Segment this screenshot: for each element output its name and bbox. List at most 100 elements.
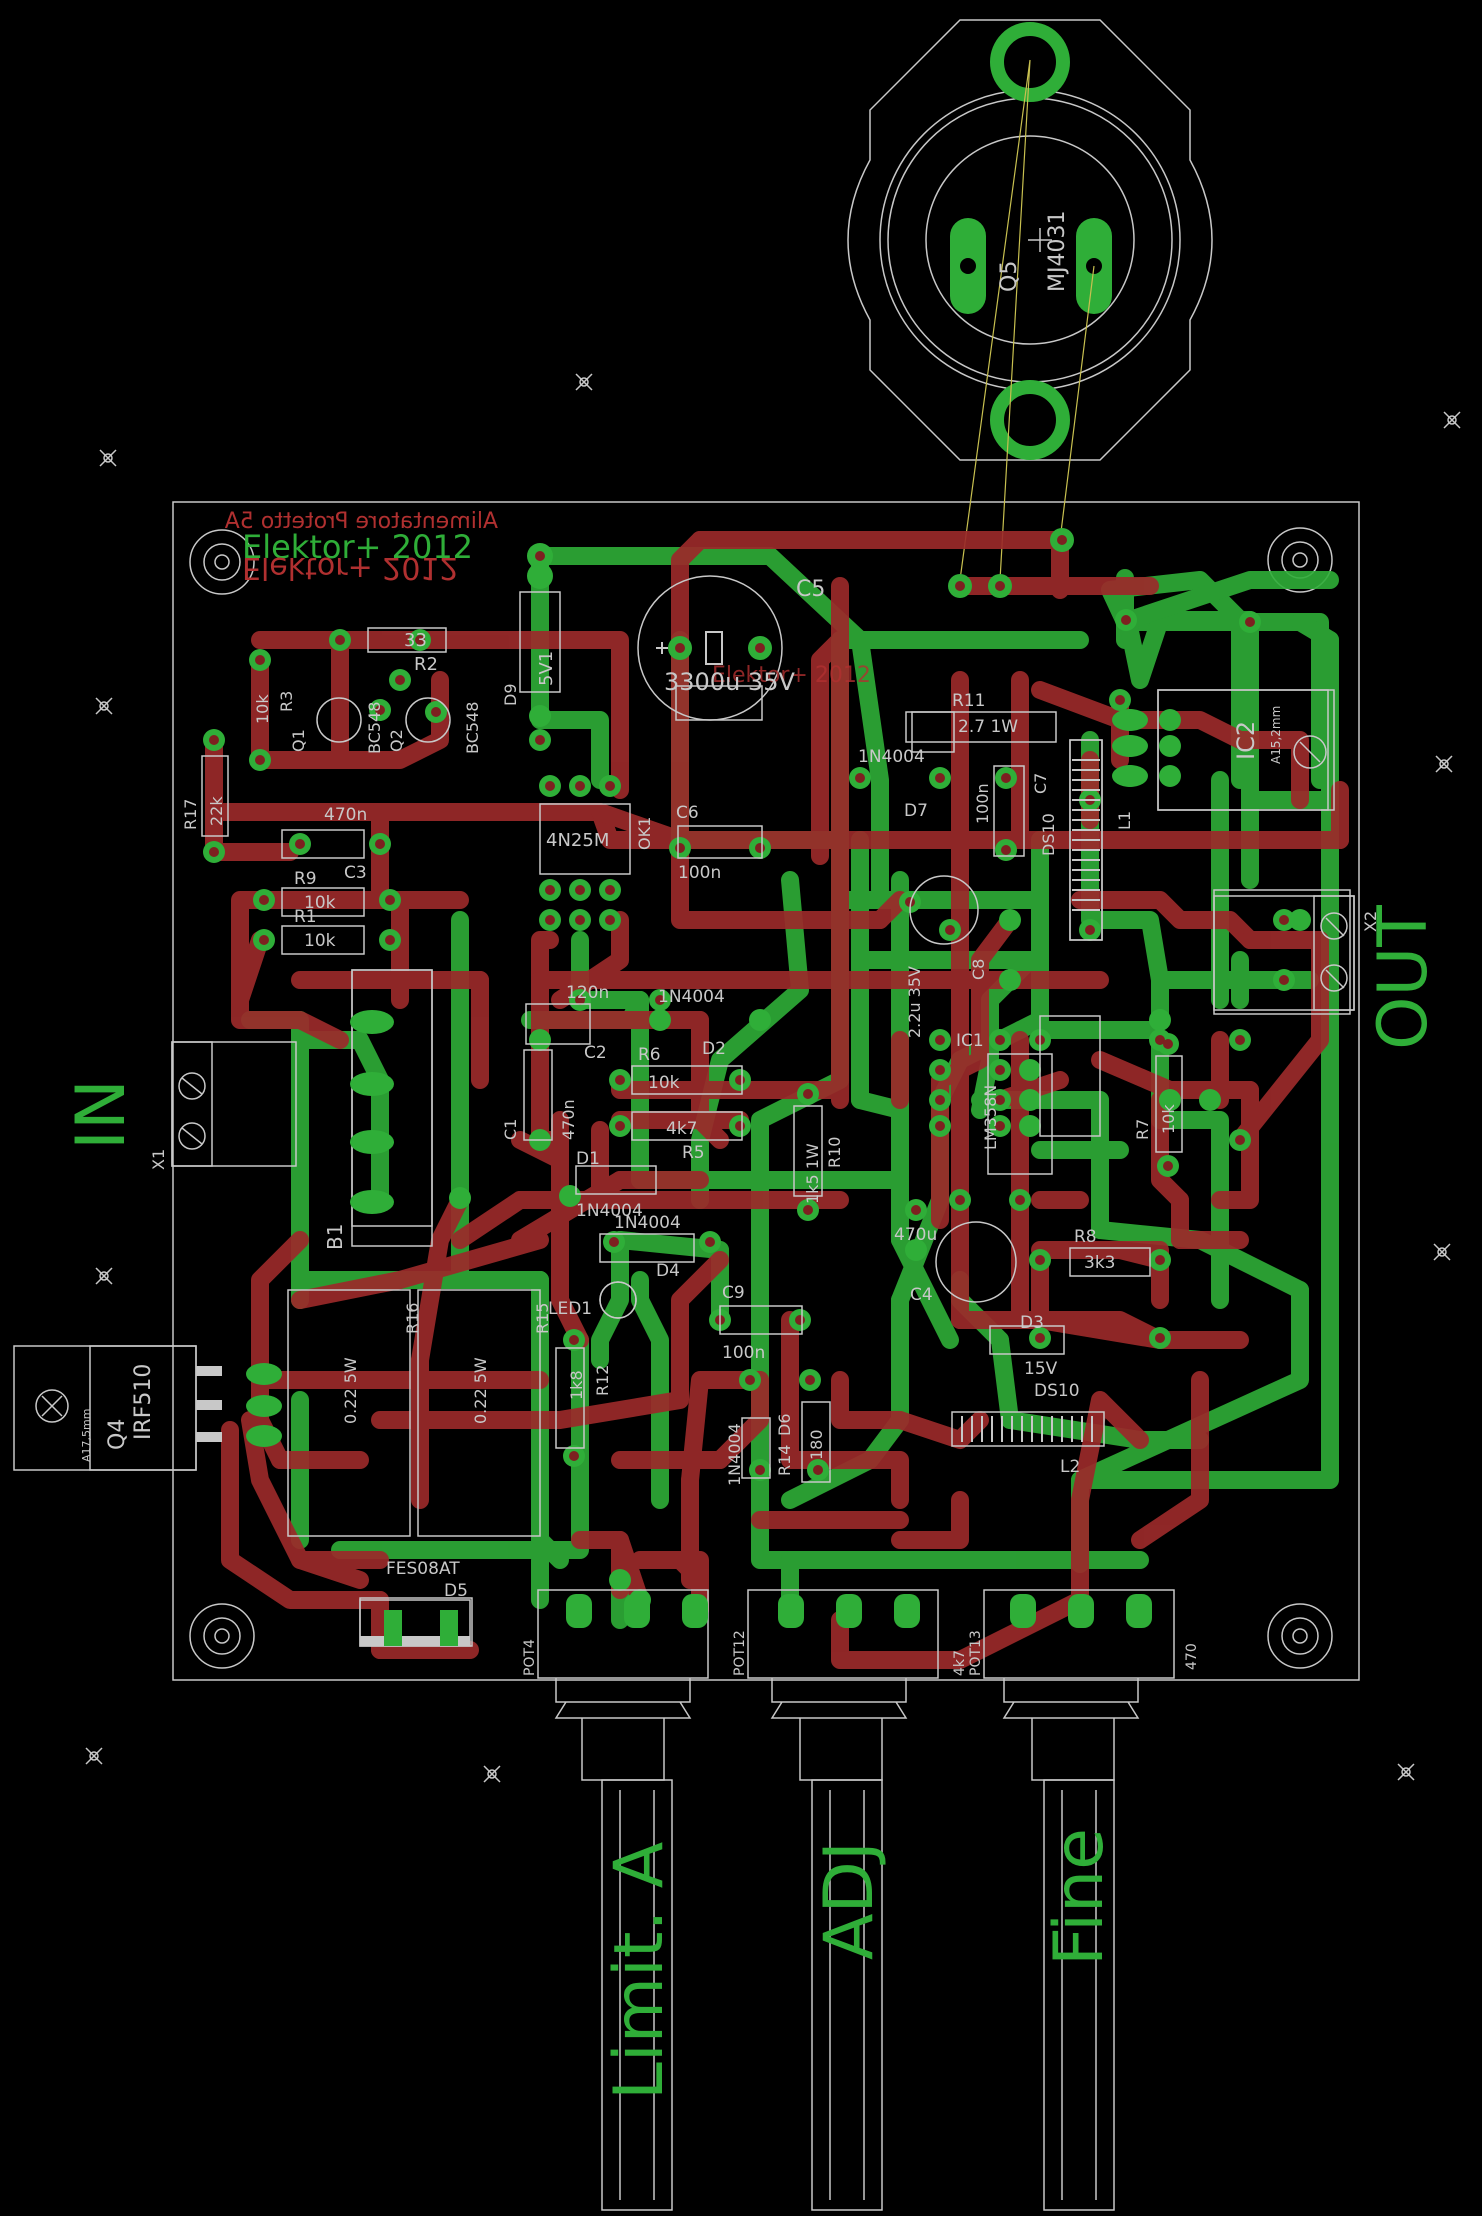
d7-value: 1N4004 [858,747,925,767]
x2-terminal-block [1213,895,1355,1011]
d7-name: D7 [904,801,928,821]
pot13-value: 470 [1184,1643,1200,1670]
r9-value: 10k [304,893,336,913]
ds10-bottom: DS10 [1034,1381,1080,1401]
r11-value: 2.7 1W [958,717,1018,737]
board-title-c5-overlap: Elektor+ 2012 [712,663,871,688]
c8-value: 2.2u 35V [905,966,924,1038]
r15-name: R15 [533,1303,552,1334]
board-title-green: Elektor+ 2012 [242,528,473,566]
led1-name: LED1 [548,1299,592,1319]
r11-name: R11 [952,691,985,711]
board-outline [172,501,1360,1681]
d9-value: 5V1 [536,651,557,686]
ic1-value: LM358N [981,1085,1000,1150]
d5-value: FES08AT [386,1559,460,1579]
d9-name: D9 [501,684,520,707]
label-in: IN [62,1079,141,1150]
r10-name: R10 [825,1137,844,1168]
d4-value: 1N4004 [614,1213,681,1233]
r9-name: R9 [294,869,317,889]
x1-name: X1 [149,1149,168,1170]
pot13-name: POT13 [968,1630,984,1676]
c6-name: C6 [676,803,699,823]
label-adj: ADJ [810,1841,889,1960]
r3-value: 10k [253,694,272,724]
l2-name: L2 [1060,1457,1080,1477]
r6-name: R6 [638,1045,661,1065]
label-fine: Fine [1040,1828,1119,1966]
d6-value: 1N4004 [725,1423,744,1486]
pot4-name: POT4 [522,1639,538,1676]
r2-value: 33 [404,630,427,651]
x1-terminal-block [171,1041,213,1167]
r2-name: R2 [414,654,438,675]
board-titles: Alimentatore Protetto 5A Elektor+ 2012 E… [225,509,871,688]
d2-value: 1N4004 [658,987,725,1007]
q4-transistor-package [13,1345,282,1471]
d1-value: 1N4004 [576,1201,643,1221]
r16-name: R16 [403,1303,422,1334]
c7-value: 100n [973,783,992,824]
c3-value: 470n [324,805,367,825]
r7-name: R7 [1133,1119,1152,1140]
q2-value: BC548 [463,702,482,754]
q5-value: MJ4031 [1045,211,1070,292]
c4-name: C4 [910,1285,933,1305]
l1-name: L1 [1115,811,1134,830]
r5-value: 4k7 [666,1119,697,1139]
r7-value: 10k [1159,1104,1178,1134]
q4-value: IRF510 [131,1364,156,1440]
c8-name: C8 [969,959,988,980]
pot12-value: 4k7 [952,1650,968,1676]
q1-value: BC548 [365,702,384,754]
board-title-red: Elektor+ 2012 [242,550,459,585]
led1-outline [599,1281,637,1319]
d2-name: D2 [702,1039,726,1059]
c7-name: C7 [1031,773,1050,794]
b1-name: B1 [323,1224,347,1250]
q1-name: Q1 [289,729,308,752]
label-out: OUT [1364,905,1443,1050]
r1-value: 10k [304,931,336,951]
c9-value: 100n [722,1343,765,1363]
c4-value: 470u [894,1225,937,1245]
ic2-name: IC2 [1232,721,1260,760]
q5-transistor-package [847,19,1213,581]
pot13-body [983,1589,1175,2211]
r17-name: R17 [181,799,200,830]
c1-name: C1 [501,1119,520,1140]
d5-diode-body [359,1599,471,1647]
ds10-top: DS10 [1039,813,1058,856]
side-labels: IN OUT Limit. A ADJ Fine [62,905,1443,2100]
d3-name: D3 [1020,1313,1044,1333]
pot12-body [747,1589,939,2211]
c2-name: C2 [584,1043,607,1063]
pot12-name: POT12 [732,1630,748,1676]
label-limit: Limit. A [600,1842,679,2100]
r10-value: 1k5 1W [803,1143,822,1204]
r6-value: 10k [648,1073,680,1093]
r5-name: R5 [682,1143,705,1163]
r15-value: 0.22 5W [471,1357,490,1424]
ic1-name: IC1 [956,1031,984,1051]
c5-value: 3300u 35V [664,668,795,696]
r12-name: R12 [593,1365,612,1396]
c9-name: C9 [722,1283,745,1303]
r1-name: R1 [294,907,317,927]
r8-value: 3k3 [1084,1253,1115,1273]
c2-value: 120n [566,983,609,1003]
x2-name: X2 [1361,911,1380,932]
r14-value: 180 [807,1429,826,1460]
d6-name: D6 [775,1414,794,1437]
inductor-l1 [1069,739,1103,941]
r14-name: R14 [775,1445,794,1476]
d4-name: D4 [656,1261,680,1281]
d1-name: D1 [576,1149,600,1169]
inductor-l2 [961,1416,1093,1442]
r3-name: R3 [277,691,296,712]
d5-name: D5 [444,1581,468,1601]
q5-name: Q5 [997,261,1022,292]
c1-value: 470n [559,1099,578,1140]
